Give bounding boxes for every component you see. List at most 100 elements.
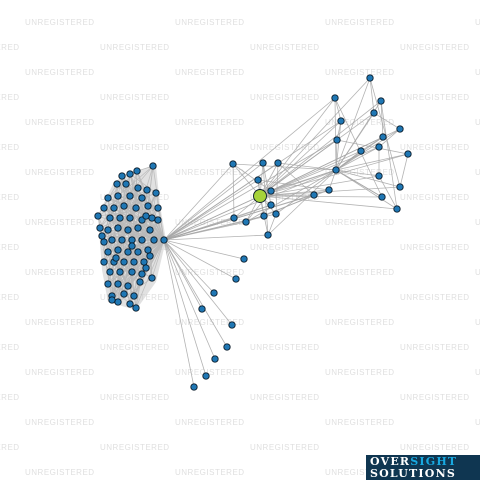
graph-node[interactable] <box>393 205 401 213</box>
graph-node[interactable] <box>142 264 150 272</box>
graph-node[interactable] <box>144 202 152 210</box>
graph-node[interactable] <box>108 296 116 304</box>
graph-node[interactable] <box>140 258 148 266</box>
graph-node[interactable] <box>152 189 160 197</box>
graph-node[interactable] <box>154 216 162 224</box>
graph-node[interactable] <box>272 210 280 218</box>
graph-node[interactable] <box>104 226 112 234</box>
graph-node[interactable] <box>114 224 122 232</box>
graph-node[interactable] <box>404 150 412 158</box>
graph-node[interactable] <box>267 187 275 195</box>
graph-node[interactable] <box>146 252 154 260</box>
graph-node[interactable] <box>138 194 146 202</box>
graph-node[interactable] <box>124 248 132 256</box>
graph-node[interactable] <box>120 258 128 266</box>
graph-node[interactable] <box>375 172 383 180</box>
graph-node[interactable] <box>259 159 267 167</box>
graph-node[interactable] <box>124 282 132 290</box>
graph-node[interactable] <box>112 254 120 262</box>
graph-node[interactable] <box>104 248 112 256</box>
graph-node[interactable] <box>134 248 142 256</box>
graph-node[interactable] <box>396 125 404 133</box>
graph-node[interactable] <box>396 183 404 191</box>
graph-node[interactable] <box>134 224 142 232</box>
graph-node[interactable] <box>130 258 138 266</box>
graph-node[interactable] <box>274 159 282 167</box>
graph-node[interactable] <box>108 236 116 244</box>
graph-node[interactable] <box>223 343 231 351</box>
graph-node[interactable] <box>379 133 387 141</box>
graph-node[interactable] <box>242 218 250 226</box>
graph-node[interactable] <box>96 224 104 232</box>
graph-node[interactable] <box>240 255 248 263</box>
graph-node[interactable] <box>148 214 156 222</box>
graph-node[interactable] <box>113 180 121 188</box>
graph-node[interactable] <box>377 97 385 105</box>
graph-node[interactable] <box>116 268 124 276</box>
graph-node[interactable] <box>325 186 333 194</box>
graph-node[interactable] <box>106 268 114 276</box>
graph-node[interactable] <box>120 290 128 298</box>
graph-node[interactable] <box>337 117 345 125</box>
graph-node[interactable] <box>122 180 130 188</box>
graph-node[interactable] <box>114 298 122 306</box>
graph-node[interactable] <box>106 214 114 222</box>
graph-node[interactable] <box>310 191 318 199</box>
graph-node[interactable] <box>149 162 157 170</box>
graph-node[interactable] <box>128 242 136 250</box>
graph-node[interactable] <box>202 372 210 380</box>
graph-node[interactable] <box>143 186 151 194</box>
graph-node[interactable] <box>138 270 146 278</box>
graph-node[interactable] <box>120 202 128 210</box>
graph-node[interactable] <box>230 214 238 222</box>
graph-node[interactable] <box>267 201 275 209</box>
graph-node[interactable] <box>332 166 340 174</box>
graph-node[interactable] <box>154 204 162 212</box>
graph-node[interactable] <box>132 304 140 312</box>
graph-node[interactable] <box>210 289 218 297</box>
graph-node[interactable] <box>150 236 158 244</box>
graph-node[interactable] <box>126 214 134 222</box>
highlighted-entity-node[interactable] <box>253 189 267 203</box>
graph-node[interactable] <box>114 246 122 254</box>
graph-node[interactable] <box>118 236 126 244</box>
graph-node[interactable] <box>370 109 378 117</box>
graph-node[interactable] <box>144 246 152 254</box>
graph-node[interactable] <box>110 204 118 212</box>
graph-node[interactable] <box>126 192 134 200</box>
graph-node[interactable] <box>378 193 386 201</box>
graph-node[interactable] <box>198 305 206 313</box>
graph-node[interactable] <box>100 258 108 266</box>
graph-node[interactable] <box>128 268 136 276</box>
graph-node[interactable] <box>254 176 262 184</box>
graph-node[interactable] <box>138 236 146 244</box>
graph-node[interactable] <box>116 214 124 222</box>
graph-node[interactable] <box>211 355 219 363</box>
graph-node[interactable] <box>142 212 150 220</box>
graph-node[interactable] <box>94 212 102 220</box>
graph-node[interactable] <box>133 167 141 175</box>
graph-node[interactable] <box>260 212 268 220</box>
graph-node[interactable] <box>136 278 144 286</box>
graph-node[interactable] <box>98 232 106 240</box>
graph-node[interactable] <box>264 231 272 239</box>
graph-node[interactable] <box>366 74 374 82</box>
graph-node[interactable] <box>333 136 341 144</box>
graph-node[interactable] <box>104 194 112 202</box>
graph-node[interactable] <box>124 226 132 234</box>
graph-node[interactable] <box>134 184 142 192</box>
graph-node[interactable] <box>232 275 240 283</box>
graph-node[interactable] <box>100 204 108 212</box>
graph-hub-node[interactable] <box>160 236 168 244</box>
graph-node[interactable] <box>190 383 198 391</box>
graph-node[interactable] <box>331 94 339 102</box>
graph-node[interactable] <box>228 321 236 329</box>
graph-node[interactable] <box>128 236 136 244</box>
graph-node[interactable] <box>126 300 134 308</box>
graph-node[interactable] <box>357 147 365 155</box>
graph-node[interactable] <box>114 192 122 200</box>
graph-node[interactable] <box>148 274 156 282</box>
graph-node[interactable] <box>114 280 122 288</box>
graph-node[interactable] <box>132 204 140 212</box>
graph-node[interactable] <box>229 160 237 168</box>
